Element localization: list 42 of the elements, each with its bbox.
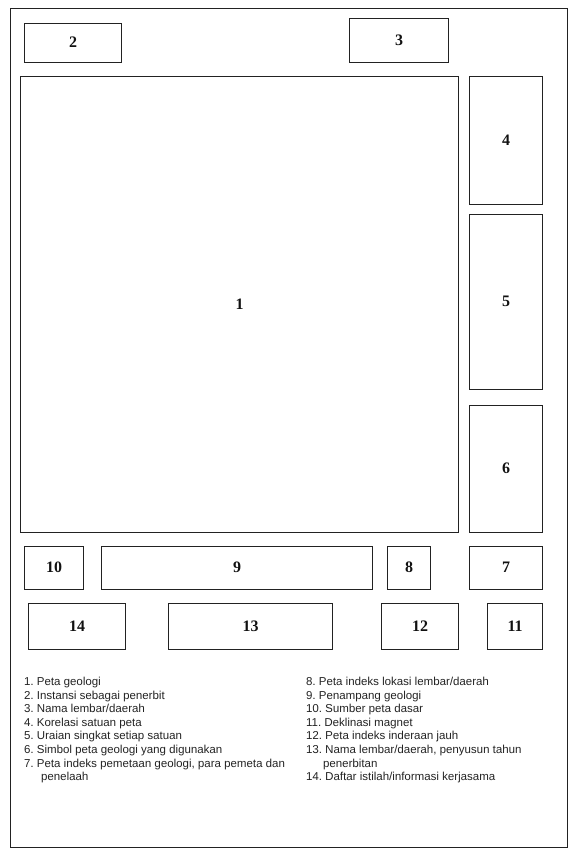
panel-number: 5 (502, 293, 510, 311)
legend-item: 12. Peta indeks inderaan jauh (306, 730, 460, 744)
legend-item: 11. Deklinasi magnet (306, 716, 414, 730)
panel-number: 2 (69, 34, 77, 52)
legend-item: 8. Peta indeks lokasi lembar/daerah (306, 676, 490, 690)
panel-number: 1 (236, 296, 244, 314)
panel-number: 6 (502, 460, 510, 478)
layout-panel (387, 546, 431, 590)
layout-panel (469, 76, 543, 205)
legend-item: 6. Simbol peta geologi yang digunakan (24, 744, 224, 758)
legend-item: 2. Instansi sebagai penerbit (24, 690, 166, 704)
legend-item: 14. Daftar istilah/informasi kerjasama (306, 771, 496, 785)
panel-number: 11 (507, 618, 523, 636)
layout-panel (168, 603, 333, 650)
panel-number: 13 (242, 618, 258, 636)
layout-panel (28, 603, 126, 650)
panel-number: 12 (412, 618, 428, 636)
panel-number: 10 (46, 559, 62, 577)
legend-item: 13. Nama lembar/daerah, penyusun tahun penerbitan (306, 744, 522, 772)
panel-number: 9 (233, 559, 241, 577)
panel-number: 3 (395, 32, 403, 50)
layout-panel (381, 603, 459, 650)
layout-panel (24, 546, 84, 590)
legend-item: 1. Peta geologi (24, 676, 102, 690)
layout-panel (487, 603, 543, 650)
layout-panel (349, 18, 449, 63)
layout-panel (469, 405, 543, 533)
legend-item: 4. Korelasi satuan peta (24, 716, 143, 730)
legend-item: 5. Uraian singkat setiap satuan (24, 730, 183, 744)
layout-panel (469, 546, 543, 590)
panel-number: 14 (69, 618, 85, 636)
legend-item: 10. Sumber peta dasar (306, 703, 424, 717)
legend-item: 3. Nama lembar/daerah (24, 703, 146, 717)
layout-panel (20, 76, 459, 533)
panel-number: 4 (502, 132, 510, 150)
panel-number: 8 (405, 559, 413, 577)
layout-panel (101, 546, 373, 590)
panel-number: 7 (502, 559, 510, 577)
layout-panel (24, 23, 122, 63)
layout-panel (469, 214, 543, 390)
legend-item: 9. Penampang geologi (306, 690, 422, 704)
legend-item: 7. Peta indeks pemetaan geologi, para pemeta dan penelaah (24, 758, 286, 785)
